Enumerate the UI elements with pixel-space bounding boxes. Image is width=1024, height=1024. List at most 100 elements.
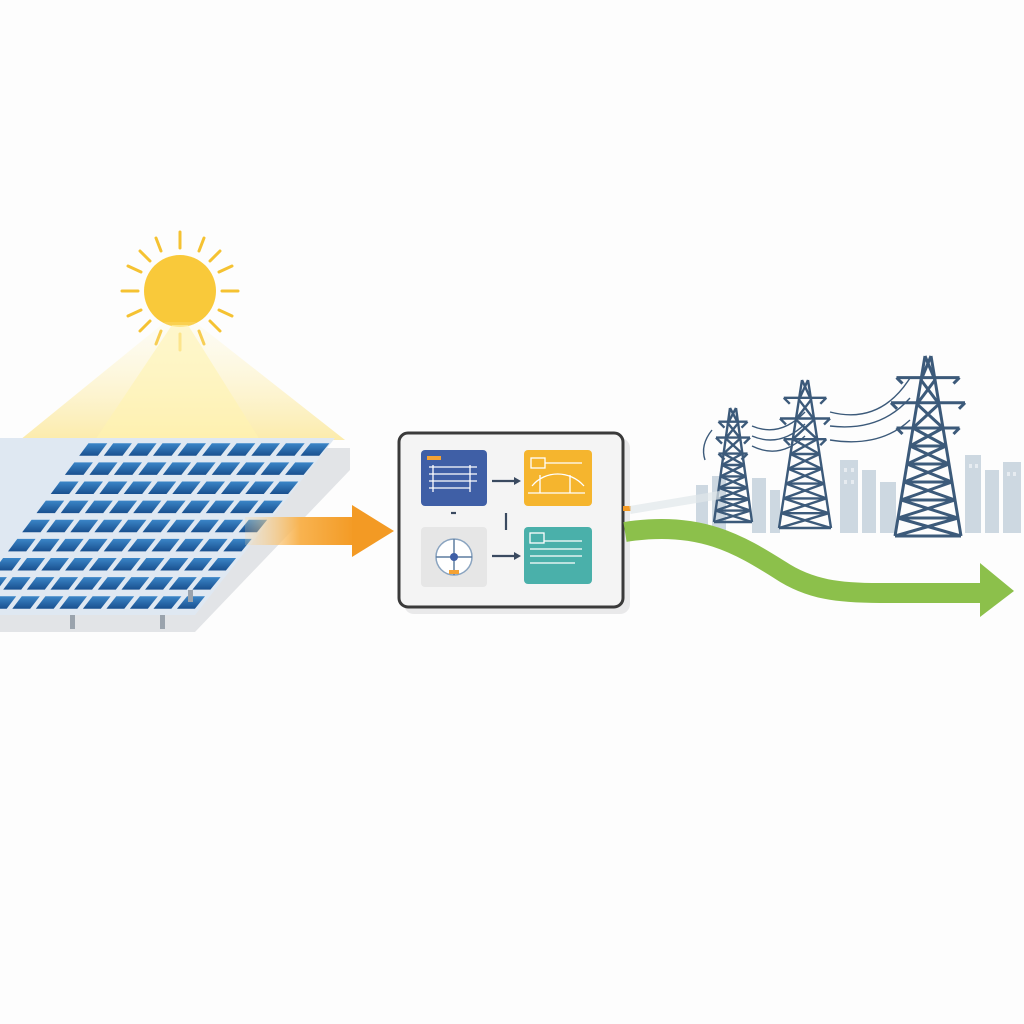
solar-cell [36, 500, 65, 514]
solar-cell [89, 462, 118, 475]
solar-cell [55, 538, 84, 552]
solar-cell [181, 500, 210, 514]
solar-cell [103, 538, 132, 552]
solar-cell [221, 481, 250, 494]
solar-cell [17, 558, 46, 571]
solar-cell [0, 558, 22, 571]
solar-cell [113, 462, 142, 475]
solar-cell [190, 519, 219, 533]
solar-cell [138, 462, 167, 475]
solar-cell [0, 577, 7, 587]
solar-cell [74, 577, 102, 590]
solar-cell [8, 538, 36, 552]
sunlight-beams [20, 322, 345, 440]
solar-cell [65, 558, 93, 571]
transmission-tower-icon [889, 355, 967, 538]
building-windows [844, 464, 1016, 484]
output-connector [623, 506, 631, 511]
solar-cell [64, 462, 93, 475]
solar-cell [205, 500, 235, 514]
solar-cell [153, 596, 182, 609]
solar-cell [41, 558, 69, 571]
converter-module-top-left [421, 450, 487, 506]
solar-cell [106, 596, 135, 609]
solar-cell [82, 596, 111, 609]
solar-cell [109, 500, 138, 514]
solar-cell [177, 596, 205, 609]
solar-cell [59, 596, 87, 609]
solar-cell [46, 519, 74, 533]
solar-cell [148, 481, 177, 494]
solar-cell [300, 443, 330, 456]
solar-cell [184, 558, 213, 571]
solar-cell [196, 481, 225, 494]
solar-cell [199, 538, 228, 552]
solar-panel-array [0, 438, 350, 632]
solar-cell [97, 577, 126, 590]
solar-cell [142, 519, 171, 533]
solar-cell [50, 577, 79, 590]
city-skyline [696, 455, 1021, 533]
solar-cell [260, 462, 290, 475]
transmission-tower-icon [712, 407, 754, 524]
panel-supports [70, 590, 193, 629]
solar-cell [22, 519, 50, 533]
sun-icon [120, 230, 240, 352]
solar-cell [254, 500, 283, 514]
solar-cell [207, 558, 237, 571]
solar-cell [12, 596, 40, 609]
solar-cell [211, 462, 241, 475]
solar-cell [285, 462, 314, 475]
converter-module-bottom-right [524, 527, 592, 584]
solar-cell [151, 538, 180, 552]
solar-cell [269, 481, 299, 494]
solar-cell [245, 481, 274, 494]
converter-module-bottom-left [421, 527, 487, 587]
solar-cell [175, 538, 204, 552]
solar-cell [168, 577, 197, 590]
flow-arrow-converter-to-grid [623, 491, 1014, 617]
solar-cell [192, 577, 221, 590]
solar-cell [121, 577, 150, 590]
solar-cell [223, 538, 252, 552]
power-lines [702, 377, 911, 461]
solar-cell [133, 500, 162, 514]
transmission-towers [712, 355, 967, 538]
solar-cell [202, 443, 231, 456]
solar-cell [251, 443, 280, 456]
solar-cell [26, 577, 55, 590]
solar-cell [118, 519, 147, 533]
solar-cell [166, 519, 195, 533]
solar-cell [177, 443, 206, 456]
solar-cell [94, 519, 123, 533]
solar-cell [230, 500, 259, 514]
solar-cell [79, 443, 108, 456]
solar-cell [136, 558, 165, 571]
solar-cell [145, 577, 174, 590]
solar-cell [35, 596, 64, 609]
flow-arrow-solar-to-converter [245, 505, 394, 557]
solar-cell [99, 481, 128, 494]
solar-cell [88, 558, 117, 571]
power-conversion-unit [397, 431, 631, 614]
solar-cell [31, 538, 60, 552]
solar-cell [214, 519, 243, 533]
solar-cell [129, 596, 158, 609]
solar-panel-cells [0, 443, 330, 609]
solar-cell [226, 443, 256, 456]
solar-cell [275, 443, 305, 456]
solar-cell [103, 443, 132, 456]
solar-cell [112, 558, 141, 571]
solar-cell [84, 500, 113, 514]
solar-cell [60, 500, 89, 514]
solar-cell [3, 577, 31, 590]
solar-cell [162, 462, 192, 475]
solar-cell [153, 443, 182, 456]
module-connectors [451, 477, 521, 560]
solar-cell [157, 500, 186, 514]
solar-cell [50, 481, 79, 494]
solar-cell [75, 481, 103, 494]
converter-module-top-right [524, 450, 592, 506]
solar-cell [127, 538, 156, 552]
